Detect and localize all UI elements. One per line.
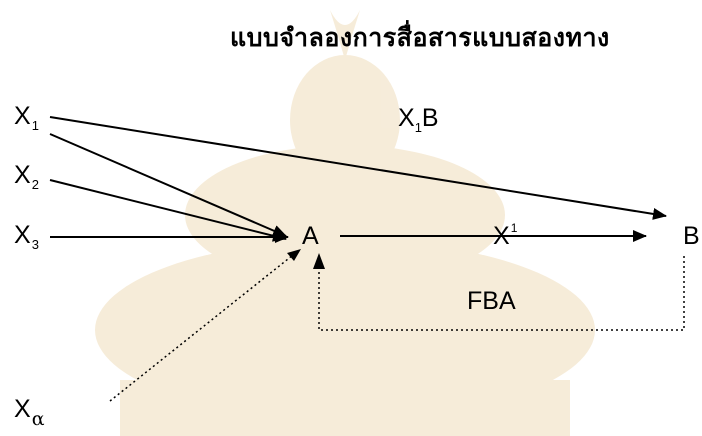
node-x1-base: X	[14, 102, 31, 130]
edge-label-x-prime-sup: 1	[510, 221, 518, 235]
edge-feedback-b-to-a	[318, 256, 685, 331]
node-x2-sub: 2	[31, 177, 39, 192]
edge-label-x-prime-base: X	[493, 222, 510, 250]
edge-x1-to-b	[49, 116, 667, 220]
node-b: B	[683, 222, 700, 250]
edge-xalpha-to-a-arrowhead	[287, 249, 301, 261]
edge-label-x1b: X1B	[398, 104, 439, 135]
node-xalpha-base: X	[14, 395, 31, 423]
node-x1: X1	[14, 102, 39, 133]
edge-xalpha-to-a	[109, 254, 294, 402]
node-x2: X2	[14, 161, 39, 192]
diagram-title: แบบจำลองการสื่อสารแบบสองทาง	[230, 23, 610, 52]
edge-label-x1b-sub: 1	[414, 120, 422, 135]
node-x3: X3	[14, 221, 39, 252]
edge-label-x-prime: X1	[493, 221, 518, 250]
edge-x1-to-a	[49, 133, 287, 237]
edge-label-x1b-rest: B	[421, 104, 439, 132]
node-xalpha-sub: α	[31, 408, 45, 430]
edge-label-x1b-base: X	[398, 104, 415, 132]
node-a: A	[302, 222, 319, 250]
node-x2-base: X	[14, 161, 31, 189]
node-x3-base: X	[14, 221, 31, 249]
edge-x2-to-a	[49, 179, 287, 242]
node-xalpha: Xα	[14, 395, 45, 429]
node-x1-sub: 1	[31, 118, 39, 133]
edge-label-fba: FBA	[467, 287, 516, 315]
edge-feedback-arrowhead	[313, 253, 325, 269]
node-x3-sub: 3	[31, 237, 39, 252]
